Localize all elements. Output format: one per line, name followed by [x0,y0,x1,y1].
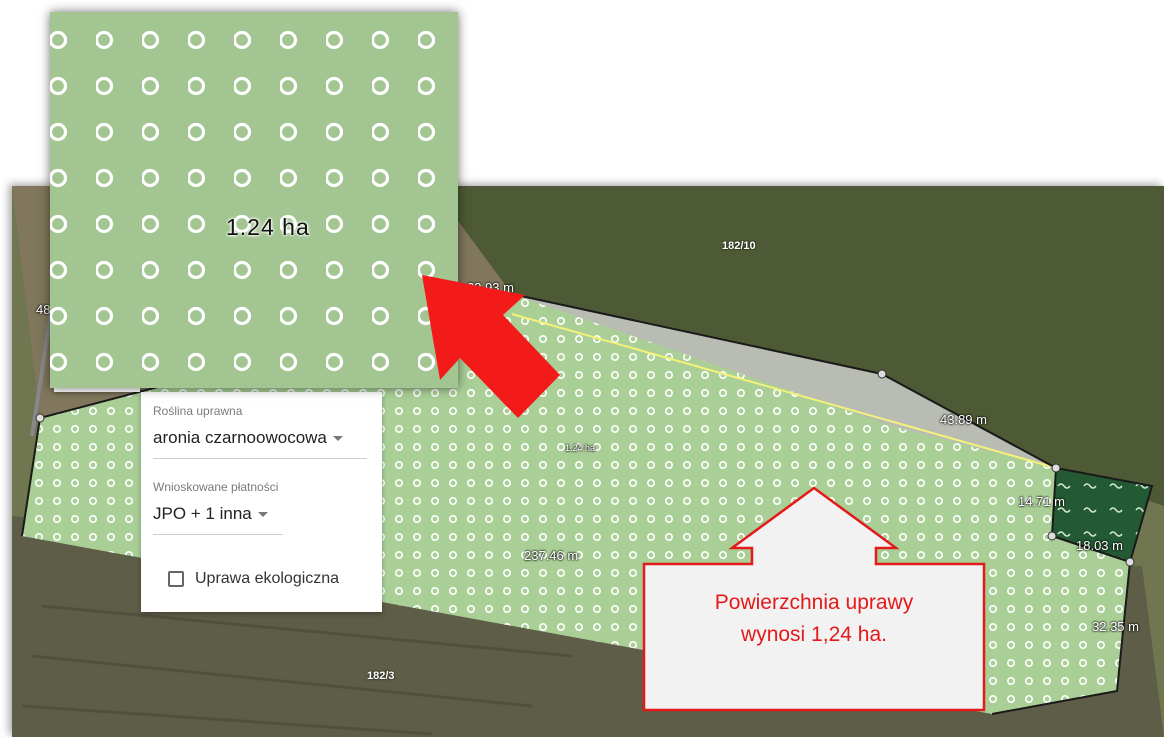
chevron-down-icon [257,512,268,518]
crop-value: aronia czarnoowocowa [153,428,327,447]
crop-select[interactable]: aronia czarnoowocowa [153,428,343,448]
organic-label: Uprawa ekologiczna [195,570,340,587]
zoom-canvas [50,12,458,388]
measurement-label: 48 [36,302,51,317]
crop-attributes-panel: Roślina uprawna aronia czarnoowocowa Wni… [141,392,382,612]
callout-line: Powierzchnia uprawy [714,591,914,614]
parcel-label: 182/10 [722,240,756,252]
parcel-label: 182/3 [367,670,395,682]
payments-value: JPO + 1 inna [153,504,252,523]
chevron-down-icon [332,436,343,442]
payments-label: Wnioskowane płatności [153,480,279,494]
callout-box [642,486,986,712]
crop-label: Roślina uprawna [153,404,243,418]
measurement-label: 32.35 m [1092,619,1139,634]
payments-select[interactable]: JPO + 1 inna [153,504,268,524]
divider [153,458,367,459]
organic-checkbox[interactable] [168,571,184,587]
measurement-label: 237.46 m [524,548,579,563]
area-label: 1.24 ha [565,443,596,453]
divider [153,534,283,535]
measurement-label: 43.89 m [940,412,987,427]
callout-text: Powierzchnia uprawy wynosi 1,24 ha. [642,587,986,651]
red-arrow [422,275,560,418]
zoom-inset: 1.24 ha [50,12,458,388]
organic-checkbox-row[interactable]: Uprawa ekologiczna [168,570,339,588]
measurement-label: 18.03 m [1076,538,1123,553]
callout-line: wynosi 1,24 ha. [741,623,887,646]
measurement-label: 14.71 m [1018,494,1065,509]
zoomed-area-label: 1.24 ha [226,214,310,240]
